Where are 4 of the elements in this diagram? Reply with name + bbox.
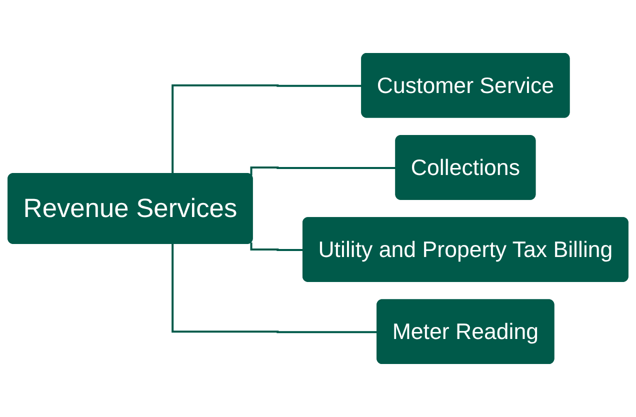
connector xyxy=(172,244,378,334)
connector xyxy=(250,242,304,252)
connector xyxy=(250,166,396,176)
connector xyxy=(172,84,362,174)
